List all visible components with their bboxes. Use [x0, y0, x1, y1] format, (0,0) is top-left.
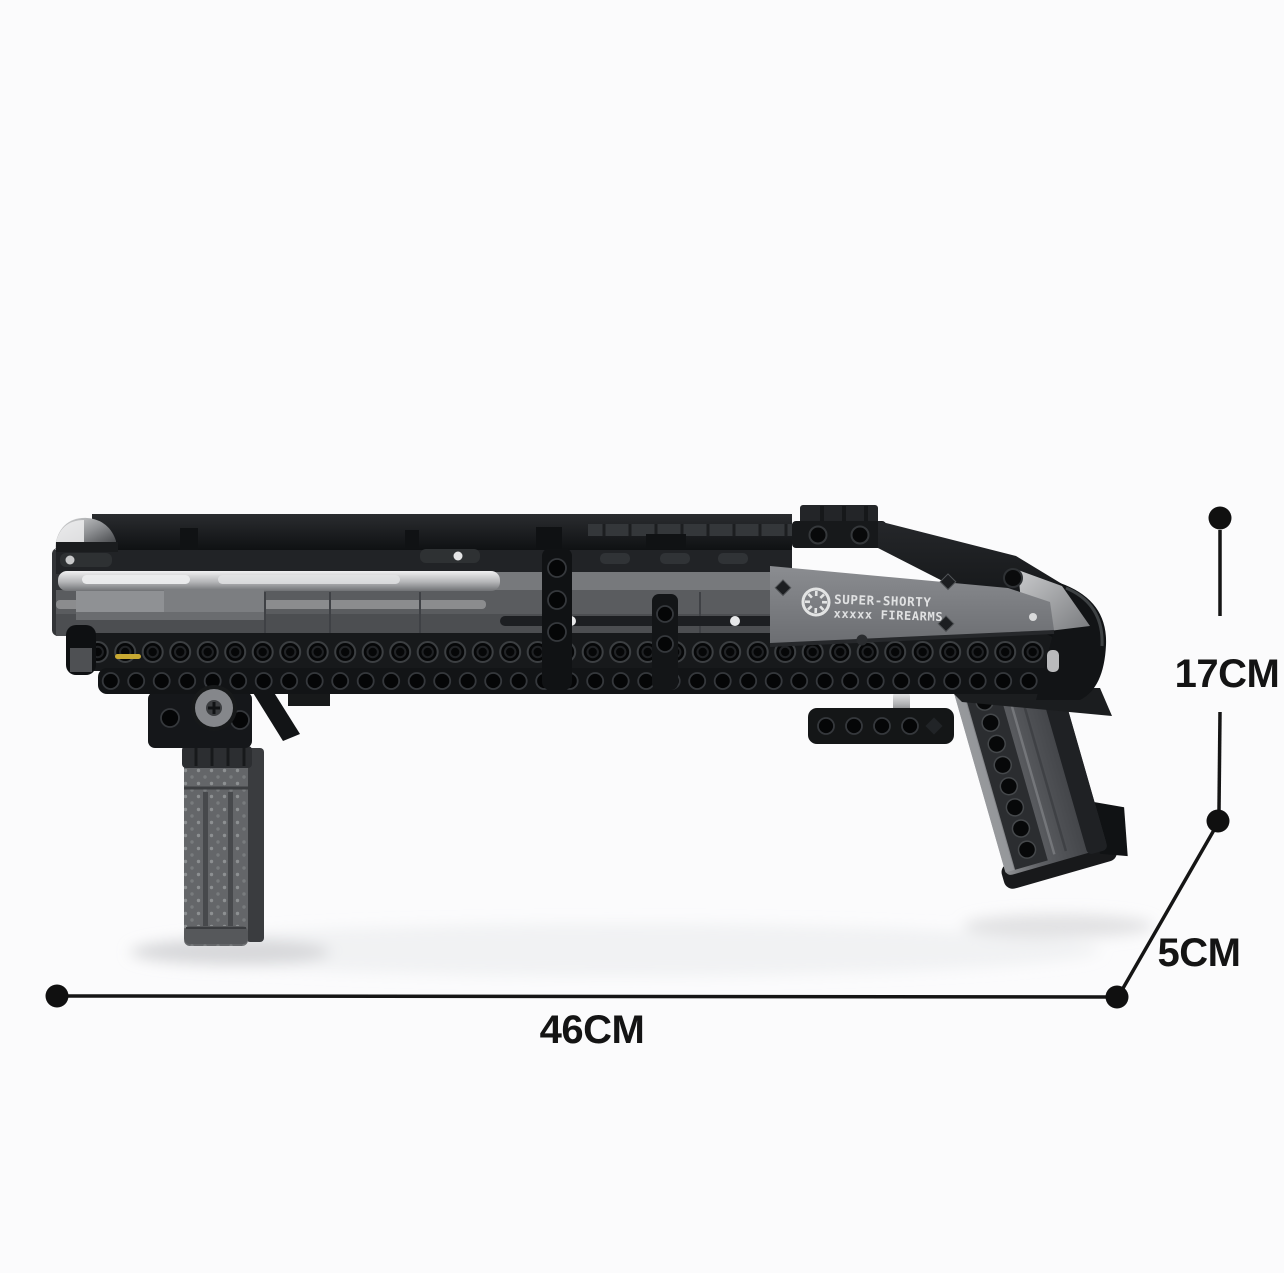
dimension-endpoints	[45, 506, 1232, 1009]
depth-dimension-label: 5CM	[1158, 931, 1241, 975]
receiver-beams	[80, 633, 1094, 694]
height-line-lower	[1217, 711, 1222, 811]
brand-panel: SUPER-SHORTY xxxxx FIREARMS	[769, 566, 1055, 647]
brand-text-line2: xxxxx FIREARMS	[833, 607, 943, 624]
height-dimension-label: 17CM	[1175, 652, 1280, 696]
foregrip-hinge	[191, 685, 237, 731]
foregrip-column	[182, 746, 264, 946]
depth-line	[1120, 829, 1216, 991]
shotgun-model: SUPER-SHORTY xxxxx FIREARMS	[52, 505, 1128, 946]
length-dimension-label: 46CM	[540, 1008, 645, 1052]
foregrip-strut	[250, 683, 300, 741]
ground-shadow	[130, 914, 1153, 976]
gear-ring-icon	[801, 587, 831, 617]
yellow-detail	[115, 654, 141, 659]
barrel-assembly: SUPER-SHORTY xxxxx FIREARMS	[52, 505, 1107, 748]
brand-text-line1: SUPER-SHORTY	[834, 592, 932, 610]
dimension-annotations: 17CM 5CM 46CM	[45, 506, 1280, 1052]
rear-hump	[792, 505, 886, 548]
length-line	[65, 994, 1109, 999]
front-sight	[55, 517, 118, 552]
trigger-guard	[808, 691, 954, 744]
